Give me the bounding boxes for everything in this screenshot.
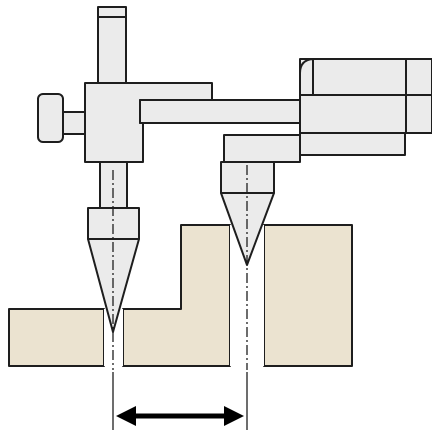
vertical-beam: [97, 6, 127, 84]
knob-stem: [62, 111, 86, 135]
right-sliding-head: [297, 58, 432, 156]
right-probe-arm: [223, 134, 301, 163]
double-headed-arrow-icon: [116, 406, 244, 426]
right-head-rounded-corner: [299, 58, 314, 96]
workpiece-middle-section: [122, 224, 231, 367]
workpiece-low-step: [8, 308, 105, 367]
knob-head: [37, 93, 64, 143]
right-head-top-block: [299, 58, 432, 96]
right-head-body: [299, 94, 432, 134]
horizontal-beam: [139, 99, 306, 124]
right-head-lower-block: [299, 132, 406, 156]
workpiece-high-step: [263, 224, 353, 367]
workpiece: [8, 224, 353, 367]
locking-knob: [37, 93, 86, 143]
